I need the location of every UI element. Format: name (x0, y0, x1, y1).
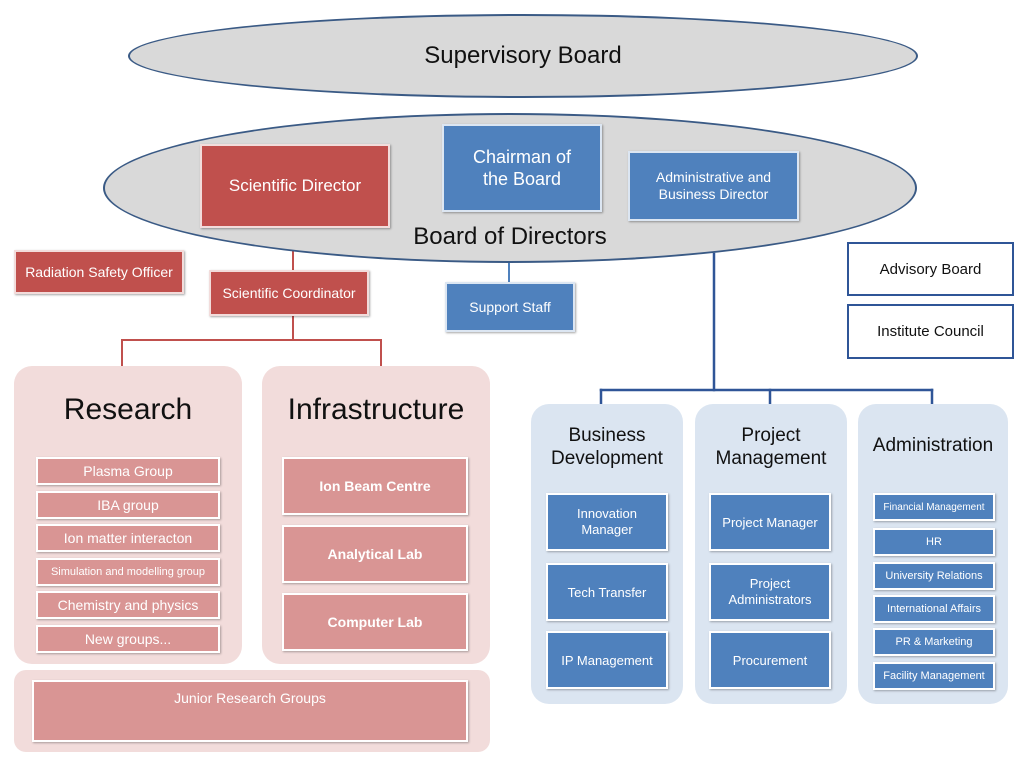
pm-item-project-manager: Project Manager (709, 493, 831, 551)
research-item-ion-matter: Ion matter interacton (36, 524, 220, 552)
research-item-chemistry: Chemistry and physics (36, 591, 220, 619)
institute-council-box: Institute Council (847, 304, 1014, 359)
bd-item-tech-transfer: Tech Transfer (546, 563, 668, 621)
administration-title: Administration (872, 434, 994, 456)
bd-item-ip-management: IP Management (546, 631, 668, 689)
admin-item-pr-marketing: PR & Marketing (873, 628, 995, 656)
admin-item-facility-management: Facility Management (873, 662, 995, 690)
bd-item-innovation-manager: Innovation Manager (546, 493, 668, 551)
admin-director-box: Administrative and Business Director (628, 151, 799, 221)
research-item-new-groups: New groups... (36, 625, 220, 653)
admin-item-university-relations: University Relations (873, 562, 995, 590)
scientific-coordinator-box: Scientific Coordinator (209, 270, 369, 316)
research-title: Research (63, 393, 193, 426)
advisory-board-box: Advisory Board (847, 242, 1014, 296)
project-management-title: Project Management (715, 425, 827, 469)
board-of-directors-label: Board of Directors (413, 223, 607, 250)
research-item-simulation: Simulation and modelling group (36, 558, 220, 586)
admin-item-financial-management: Financial Management (873, 493, 995, 521)
infrastructure-item-computer-lab: Computer Lab (282, 593, 468, 651)
business-development-title: Business Development (551, 425, 663, 469)
supervisory-board-label: Supervisory Board (424, 42, 622, 69)
pm-item-project-administrators: Project Administrators (709, 563, 831, 621)
research-item-plasma: Plasma Group (36, 457, 220, 485)
pm-item-procurement: Procurement (709, 631, 831, 689)
infrastructure-item-analytical-lab: Analytical Lab (282, 525, 468, 583)
research-item-iba: IBA group (36, 491, 220, 519)
scientific-director-box: Scientific Director (200, 144, 390, 228)
admin-item-hr: HR (873, 528, 995, 556)
supervisory-board: Supervisory Board (128, 14, 918, 98)
infrastructure-item-ion-beam: Ion Beam Centre (282, 457, 468, 515)
junior-research-groups-label: Junior Research Groups (174, 690, 326, 706)
junior-research-groups-box: Junior Research Groups (32, 680, 468, 742)
infrastructure-title: Infrastructure (287, 393, 465, 426)
support-staff-box: Support Staff (445, 282, 575, 332)
radiation-safety-officer-box: Radiation Safety Officer (14, 250, 184, 294)
chairman-box: Chairman of the Board (442, 124, 602, 212)
admin-item-international-affairs: International Affairs (873, 595, 995, 623)
